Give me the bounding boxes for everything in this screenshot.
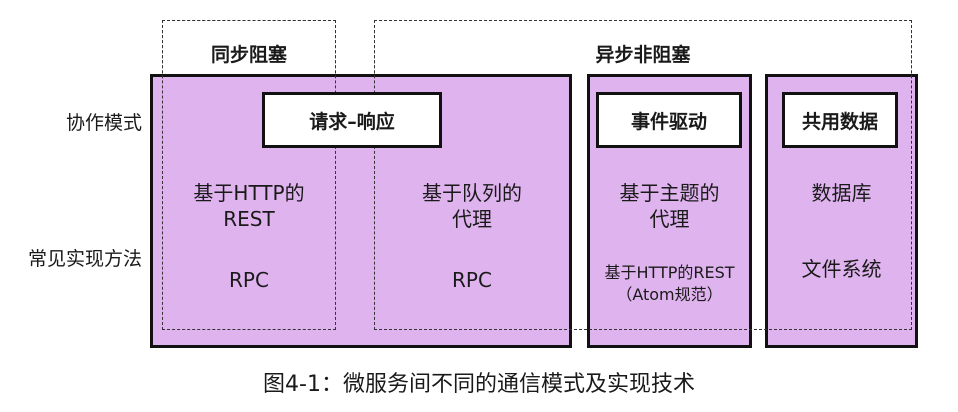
impl-queue-broker-line2: 代理 — [452, 207, 492, 231]
row-label-collab-mode: 协作模式 — [65, 112, 142, 134]
impl-http-rest-line1: 基于HTTP的 — [193, 181, 305, 205]
impl-queue-broker: 基于队列的 代理 — [374, 180, 570, 232]
impl-http-rest-atom-line1: 基于HTTP的REST — [604, 263, 735, 282]
impl-topic-broker-line1: 基于主题的 — [619, 181, 720, 205]
event-driven-box: 事件驱动 — [596, 92, 742, 148]
impl-http-rest: 基于HTTP的 REST — [162, 180, 336, 232]
figure-caption: 图4-1：微服务间不同的通信模式及实现技术 — [263, 372, 695, 397]
impl-database: 数据库 — [811, 181, 872, 205]
impl-topic-broker: 基于主题的 代理 — [587, 180, 752, 232]
async-group-overlay — [374, 20, 912, 330]
sync-group-title: 同步阻塞 — [210, 44, 287, 66]
async-group-title: 异步非阻塞 — [595, 44, 691, 66]
impl-http-rest-line2: REST — [223, 207, 275, 231]
request-response-box: 请求–响应 — [262, 92, 442, 148]
impl-queue-broker-line1: 基于队列的 — [422, 181, 522, 205]
impl-rpc-sync: RPC — [229, 268, 269, 292]
impl-filesystem: 文件系统 — [801, 257, 882, 281]
impl-rpc-async: RPC — [452, 268, 492, 292]
impl-http-rest-atom: 基于HTTP的REST （Atom规范） — [587, 262, 752, 306]
row-label-impl-methods: 常见实现方法 — [27, 248, 142, 270]
sync-group-overlay — [162, 20, 336, 330]
shared-data-box: 共用数据 — [782, 92, 898, 148]
impl-http-rest-atom-line2: （Atom规范） — [616, 285, 723, 304]
impl-topic-broker-line2: 代理 — [649, 207, 690, 231]
